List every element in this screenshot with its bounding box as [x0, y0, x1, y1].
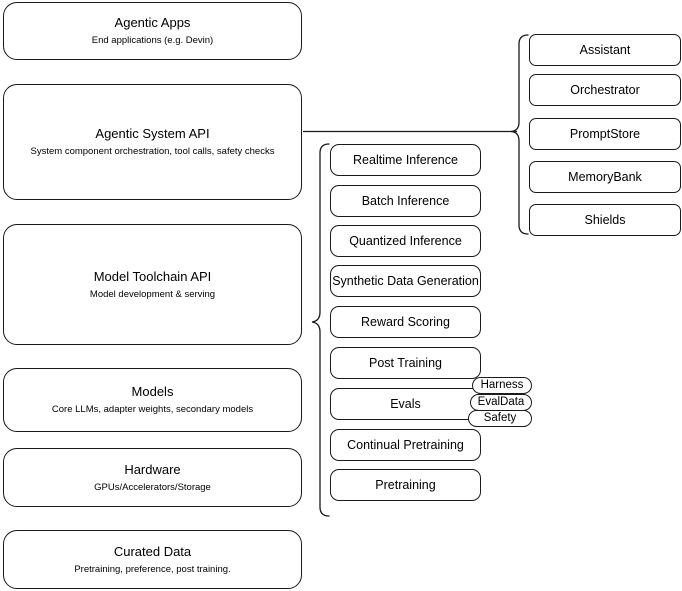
layer-subtitle: Pretraining, preference, post training. [74, 563, 231, 575]
layer-subtitle: End applications (e.g. Devin) [91, 35, 214, 46]
component-label: Orchestrator [570, 83, 640, 97]
capability-evals[interactable]: Evals [330, 388, 481, 420]
capability-label: Batch Inference [361, 194, 450, 208]
component-orchestrator[interactable]: Orchestrator [529, 74, 681, 106]
layer-subtitle: Model development & serving [89, 288, 216, 300]
layer-agentic-apps[interactable]: Agentic Apps End applications (e.g. Devi… [3, 2, 302, 60]
component-shields[interactable]: Shields [529, 204, 681, 236]
component-memorybank[interactable]: MemoryBank [529, 161, 681, 193]
capability-label: Synthetic Data Generation [332, 274, 479, 288]
layer-subtitle: Core LLMs, adapter weights, secondary mo… [51, 404, 254, 415]
eval-tag-label: Harness [480, 379, 524, 391]
capability-label: Pretraining [375, 478, 436, 492]
layer-curated-data[interactable]: Curated Data Pretraining, preference, po… [3, 530, 302, 589]
capability-label: Continual Pretraining [347, 438, 464, 452]
layer-hardware[interactable]: Hardware GPUs/Accelerators/Storage [3, 448, 302, 507]
layer-title: Agentic Apps [114, 15, 191, 30]
capability-batch-inference[interactable]: Batch Inference [330, 185, 481, 217]
capability-post-training[interactable]: Post Training [330, 347, 481, 379]
eval-tag-label: Safety [483, 412, 517, 424]
component-label: Assistant [579, 43, 631, 57]
component-assistant[interactable]: Assistant [529, 34, 681, 66]
capability-label: Reward Scoring [361, 315, 450, 329]
layer-agentic-system-api[interactable]: Agentic System API System component orch… [3, 84, 302, 200]
capability-synthetic-data-generation[interactable]: Synthetic Data Generation [330, 265, 481, 297]
layer-title: Curated Data [113, 543, 192, 559]
capability-label: Evals [390, 397, 421, 411]
layer-models[interactable]: Models Core LLMs, adapter weights, secon… [3, 368, 302, 432]
bracket-components [510, 34, 529, 235]
capability-quantized-inference[interactable]: Quantized Inference [330, 225, 481, 257]
layer-subtitle: GPUs/Accelerators/Storage [94, 481, 211, 493]
capability-reward-scoring[interactable]: Reward Scoring [330, 306, 481, 338]
layer-title: Hardware [124, 461, 181, 477]
layer-title: Model Toolchain API [93, 268, 212, 284]
eval-tag-harness[interactable]: Harness [472, 377, 532, 394]
layer-title: Models [131, 384, 174, 399]
capability-realtime-inference[interactable]: Realtime Inference [330, 144, 481, 176]
capability-label: Post Training [369, 356, 442, 370]
component-label: Shields [584, 213, 626, 227]
bracket-capabilities [311, 143, 330, 517]
eval-tag-evaldata[interactable]: EvalData [470, 394, 532, 411]
component-label: MemoryBank [568, 170, 642, 184]
layer-subtitle: System component orchestration, tool cal… [30, 146, 275, 157]
capability-label: Quantized Inference [349, 234, 462, 248]
component-promptstore[interactable]: PromptStore [529, 118, 681, 150]
component-label: PromptStore [569, 127, 641, 141]
eval-tag-label: EvalData [477, 396, 525, 408]
layer-title: Agentic System API [95, 126, 210, 141]
eval-tag-safety[interactable]: Safety [468, 410, 532, 427]
capability-pretraining[interactable]: Pretraining [330, 469, 481, 501]
capability-label: Realtime Inference [353, 153, 458, 167]
capability-continual-pretraining[interactable]: Continual Pretraining [330, 429, 481, 461]
layer-model-toolchain-api[interactable]: Model Toolchain API Model development & … [3, 224, 302, 345]
